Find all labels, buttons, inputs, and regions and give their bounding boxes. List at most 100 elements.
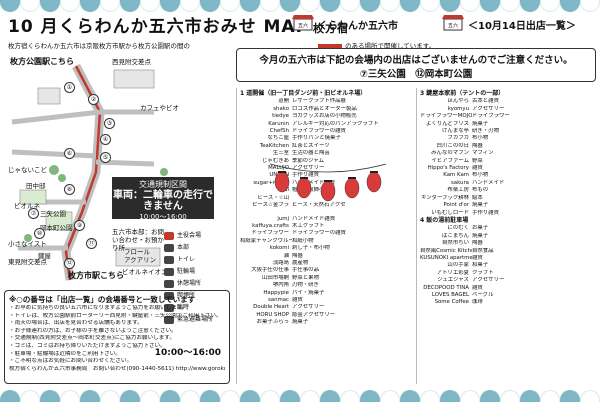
vendor-description: 雑貨 (472, 284, 483, 291)
map-legend: 主役会場本部トイレ駐輪場休憩場所喫煙所臨時緊急避難場所 (164, 230, 234, 326)
vendor-name: イビアファーム (431, 157, 469, 164)
vendor-name: なちこ屋 (267, 135, 289, 142)
vendor-name: HORU SHOP (256, 311, 289, 318)
awning-stripe (580, 390, 600, 402)
note-line: ・お子様連れの方は、お子様の手を離さないようご注意ください。 (9, 327, 177, 334)
map-label: ビオルネイオン (122, 268, 168, 276)
venue-number: ② (88, 94, 99, 105)
vendor-description: 手仕事の品 (292, 267, 319, 274)
vendor-name: kokomi (269, 245, 289, 252)
awning-stripe (240, 0, 260, 12)
awning-stripe (440, 0, 460, 12)
venue-number: ① (64, 82, 75, 93)
legend-swatch (164, 267, 174, 276)
vendor-description: マフィン (472, 150, 494, 157)
awning-stripe (120, 0, 140, 12)
lantern-illustration (268, 158, 388, 218)
awning-stripe (540, 0, 560, 12)
awning-stripe (580, 0, 600, 12)
map-label-hq: 五六市本部：お問い合わせ・お預かり所 (112, 228, 164, 252)
vendor-name: Karunin (268, 120, 289, 127)
awning-stripe (340, 0, 360, 12)
note-line: ・トイレは、枚方公園駅前ローターリー西見附・鍵屋前・三矢公園でご利用下さい。 (9, 312, 222, 319)
vendor-row: 和紙家チャンクウルーム和紙小物 (240, 238, 412, 245)
vendor-name: みんなのマフン (431, 150, 469, 157)
awning-stripe (500, 390, 520, 402)
awning-stripe (360, 390, 380, 402)
awning-stripe (20, 0, 40, 12)
vendor-name: 布楽工房 (447, 187, 469, 194)
vendor-row: フカフカ布小物 (420, 135, 596, 142)
map-label: 小さなイスト (8, 240, 47, 248)
header-place: くらわんか五六市 (318, 21, 398, 32)
vendor-name: ばこまちん (442, 232, 469, 239)
awning-stripe (160, 390, 180, 402)
vendor-name: 堺内角 (272, 282, 289, 289)
vendor-row: じゃむきあ季節のジャム (240, 158, 412, 165)
venue-map: 枚方公園駅こちら 枚方市駅こちら 西見附交差点 カフェやビオ じゃないこど 田中… (4, 52, 230, 324)
column-divider (236, 88, 237, 384)
map-roads (11, 63, 168, 281)
vendor-row: アトリエ彩夏クラフト (420, 270, 596, 277)
legend-label: 本部 (177, 244, 190, 251)
vendor-description: 木工クラフト (292, 222, 325, 229)
intro-text: 枚方宿くらわんか五六市は京阪枚方市駅から枚方公園駅の間の (8, 42, 190, 50)
note-line: ・ゴミは、ゴミはお持ち帰りいただけますようご協力下さい。 (9, 342, 166, 349)
map-label: 鍵屋 (38, 252, 51, 260)
notice-line-2: ⑦三矢公園 ⑫岡本町公園 (359, 69, 473, 80)
awning-stripe (260, 390, 280, 402)
traffic-restriction-box: 交通規制区間 車両：二輪車の走行できません 10:00～16:00 (112, 177, 214, 221)
awning-stripe (300, 390, 320, 402)
awning-stripe (80, 0, 100, 12)
vendor-row: よくりんどブリス焼菓子 (420, 121, 596, 128)
vendor-name: 自然風Cosmic Kitchen (420, 247, 472, 254)
vendor-row: ほんやら古本と雑貨 (420, 98, 596, 105)
vendor-description: ハンドメイド雑貨 (292, 215, 336, 222)
map-label: アクアリン (124, 256, 157, 264)
vendor-name: アトリエ彩夏 (436, 269, 469, 276)
notes-lines: ・お早めに気持ちの良い五六市になりますようご協力をお願いします。・トイレは、枚方… (9, 305, 225, 373)
notice-line-1: 今月の五六市は下記の会場内の出店はございませんのでご注意ください。 (259, 55, 573, 66)
vendor-name: けんまな亭 (442, 128, 469, 135)
vendor-row: けんまな亭研ぎ・刃物 (420, 128, 596, 135)
vendor-row: イビアファーム野菜 (420, 158, 596, 165)
vendor-name: KUSUNOKI apartment (420, 254, 472, 261)
awning-stripe (340, 390, 360, 402)
awning-stripe (440, 390, 460, 402)
vendor-description: ロゴス作品とオーダー製品 (292, 105, 357, 112)
awning-stripe (460, 390, 480, 402)
vendor-name: kaffuya.crafts (252, 222, 289, 229)
map-legend-item: 休憩場所 (164, 278, 234, 290)
legend-line-text: のある場所で開催しています。 (345, 42, 436, 50)
map-legend-item: トイレ (164, 254, 234, 266)
shop-stall-icon: 五六 (292, 13, 314, 31)
vendor-description: アクセサリー (472, 277, 505, 284)
vendor-name: ピース☆金ブラ (252, 202, 289, 209)
awning-stripe (380, 0, 400, 12)
vendor-description: 陶器 (292, 252, 303, 259)
red-line-swatch (318, 44, 342, 48)
vendor-name: 淡路島 (272, 259, 289, 266)
vendor-description: ハンドメイド雑貨 (292, 179, 336, 186)
notice-banner: 今月の五六市は下記の会場内の出店はございませんのでご注意ください。 ⑦三矢公園 … (236, 48, 596, 82)
vendor-description: 刺し子・布小物 (292, 245, 330, 252)
vendor-name: 自然市ちい (442, 240, 469, 247)
vendor-name: Point d'or (443, 202, 469, 209)
awning-stripe (200, 0, 220, 12)
vendor-description: 雑貨 (472, 165, 483, 172)
map-label: ビオルネ (14, 202, 40, 210)
vendor-row: 山田市場駒野菜と果物 (240, 275, 412, 282)
vendor-row: 堺内角刃物・研ぎ (240, 282, 412, 289)
